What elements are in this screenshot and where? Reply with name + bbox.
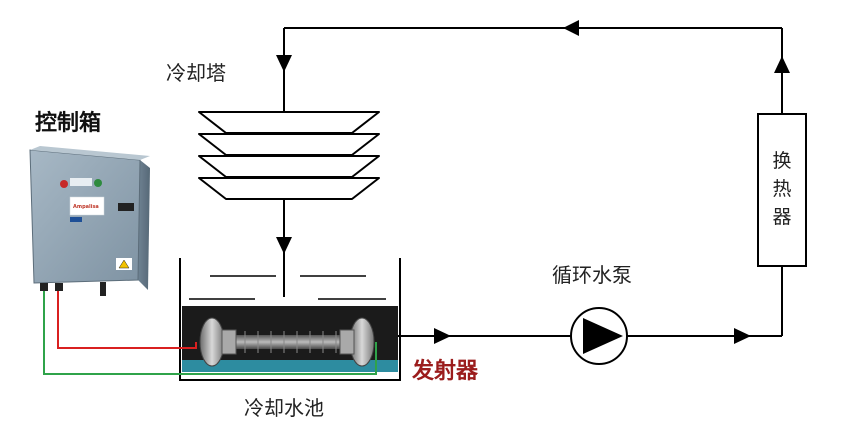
power-wire-red xyxy=(57,291,197,349)
cooling-pool-label: 冷却水池 xyxy=(244,396,324,420)
control-box-connector xyxy=(40,283,48,291)
cooling-tower-plate xyxy=(198,133,380,156)
control-wiring xyxy=(43,291,377,375)
flow-arrow-icon xyxy=(563,20,579,36)
emitter-right-collar xyxy=(339,329,355,355)
heat-exchanger-label-char-3: 器 xyxy=(772,206,791,228)
control-box-face xyxy=(29,149,141,284)
cooling-tower-plate xyxy=(198,111,380,134)
flow-arrow-icon xyxy=(276,55,292,72)
flow-arrows xyxy=(276,20,790,344)
flow-arrow-icon xyxy=(276,237,292,254)
pool-water-floor xyxy=(182,360,398,372)
emitter-shaft xyxy=(225,335,360,349)
control-box-cable-gland xyxy=(100,282,106,296)
cooling-tower-plate xyxy=(198,177,380,200)
flow-arrow-icon xyxy=(734,328,751,344)
heat-exchanger-label-char-2: 热 xyxy=(772,178,791,200)
emitter-rings xyxy=(244,331,337,353)
brand-logo: Ampalisa xyxy=(73,204,99,210)
control-box-side xyxy=(138,160,150,290)
emitter-left-collar xyxy=(221,329,237,355)
cooling-tower-plate xyxy=(198,155,380,178)
control-box-label: 控制箱 xyxy=(35,110,101,136)
control-box: Ampalisa xyxy=(29,146,150,296)
key-switch-icon xyxy=(118,203,134,211)
heat-exchanger: 换 热 器 xyxy=(757,113,807,267)
green-indicator-icon xyxy=(94,179,102,187)
pump-triangle-icon xyxy=(583,318,623,354)
flow-arrow-icon xyxy=(774,56,790,73)
emitter-left-flange xyxy=(199,317,225,367)
warning-triangle-icon xyxy=(118,259,130,269)
pool-walls xyxy=(179,258,401,381)
logo-plate xyxy=(69,196,105,216)
pump-label: 循环水泵 xyxy=(552,263,632,287)
heat-exchanger-label-char-1: 换 xyxy=(772,150,791,172)
cooling-tower xyxy=(198,111,380,200)
cooling-tower-label: 冷却塔 xyxy=(166,61,226,85)
logo-plate-small xyxy=(70,217,82,222)
circulation-pump xyxy=(570,307,628,365)
red-indicator-icon xyxy=(60,180,68,188)
signal-wire-green xyxy=(43,291,377,375)
control-box-connector xyxy=(55,283,63,291)
heat-exchanger-box xyxy=(757,113,807,267)
control-box-nameplate xyxy=(70,178,92,186)
emitter-label: 发射器 xyxy=(411,358,479,384)
control-box-top xyxy=(30,146,150,160)
flow-arrow-icon xyxy=(434,328,451,344)
emitter-device xyxy=(199,317,375,367)
